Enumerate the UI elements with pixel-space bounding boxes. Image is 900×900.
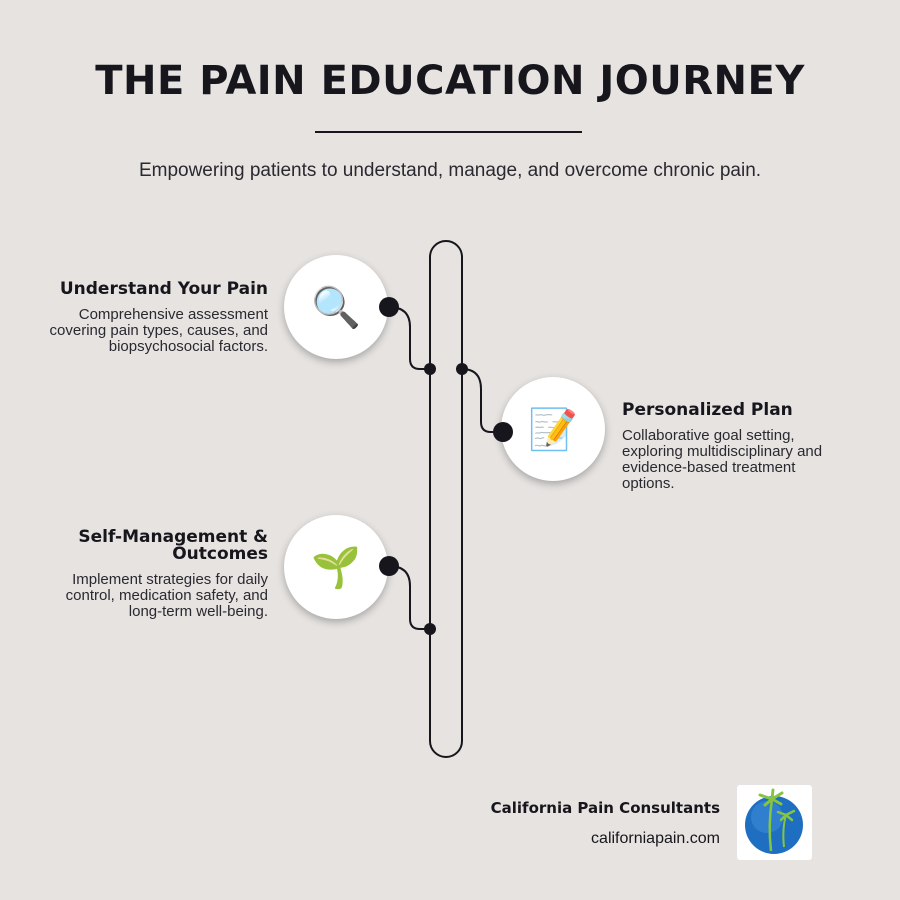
step-description: Collaborative goal setting, exploring mu… [622, 427, 823, 492]
timeline-node [379, 297, 399, 317]
timeline-loop [429, 240, 463, 758]
step-self-management: Self-Management & Outcomes Implement str… [38, 529, 268, 620]
step-title: Understand Your Pain [59, 279, 268, 299]
company-logo [737, 785, 812, 860]
step-understand: Understand Your Pain Comprehensive asses… [38, 281, 268, 355]
page-title: THE PAIN EDUCATION JOURNEY [95, 58, 805, 104]
seedling-icon: 🌱 [311, 545, 361, 590]
timeline-node [379, 556, 399, 576]
connector-step-3 [388, 565, 430, 630]
connector-step-1 [388, 306, 430, 370]
step-icon-circle: 📝 [501, 377, 605, 481]
step-personalized-plan: Personalized Plan Collaborative goal set… [622, 402, 852, 492]
connector-step-2 [461, 368, 503, 433]
memo-pencil-icon: 📝 [528, 407, 578, 452]
step-description: Implement strategies for daily control, … [65, 571, 268, 620]
junction-dot-2 [456, 363, 468, 375]
page-subtitle: Empowering patients to understand, manag… [138, 160, 762, 181]
timeline-node [493, 422, 513, 442]
company-website[interactable]: californiapain.com [591, 830, 720, 847]
magnifying-glass-icon: 🔍 [311, 285, 361, 330]
palm-tree-globe-logo [745, 788, 803, 854]
step-icon-circle: 🌱 [284, 515, 388, 619]
step-icon-circle: 🔍 [284, 255, 388, 359]
step-title: Self-Management & Outcomes [78, 527, 268, 564]
title-divider [315, 131, 582, 133]
step-title: Personalized Plan [622, 400, 793, 420]
junction-dot-3 [424, 623, 436, 635]
junction-dot-1 [424, 363, 436, 375]
step-description: Comprehensive assessment covering pain t… [49, 306, 268, 355]
company-name: California Pain Consultants [490, 799, 720, 817]
